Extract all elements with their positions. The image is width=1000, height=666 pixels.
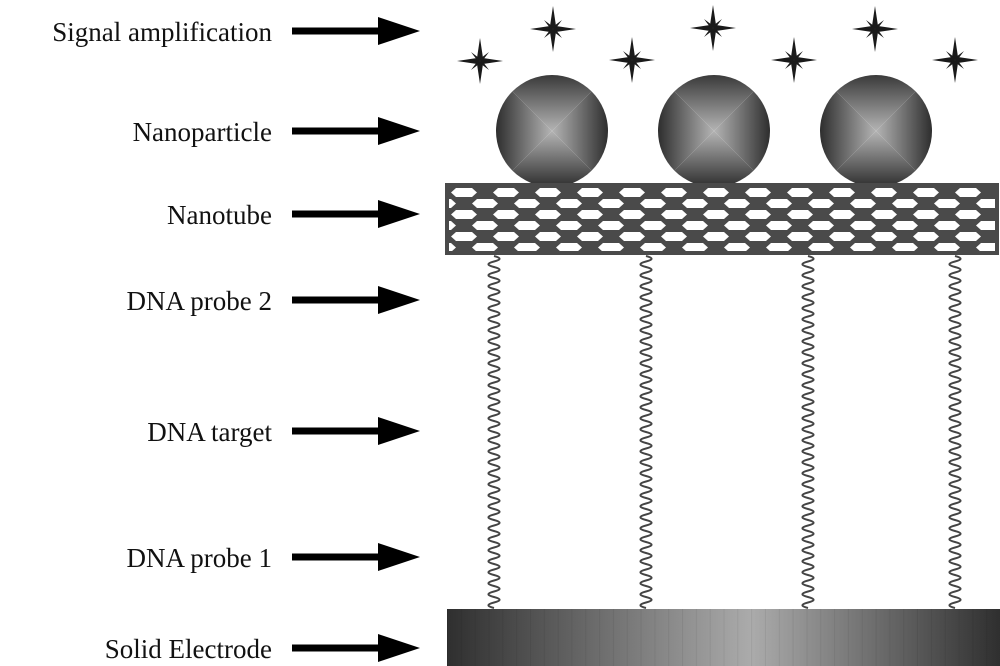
signal-stars — [457, 5, 978, 84]
electrode-band — [861, 609, 863, 666]
label-nanotube: Nanotube — [167, 200, 272, 230]
electrode-band — [530, 609, 531, 666]
electrode-band — [903, 609, 905, 666]
right-arrow-icon — [292, 200, 420, 228]
nanotube — [445, 183, 999, 255]
sparkle-star-icon — [852, 6, 898, 52]
label-dna-target: DNA target — [147, 417, 272, 447]
sparkle-star-icon — [690, 5, 736, 51]
electrode-band — [474, 609, 476, 666]
electrode-band — [447, 609, 448, 666]
electrode-band — [612, 609, 614, 666]
electrode-band — [668, 609, 670, 666]
electrode-band — [585, 609, 587, 666]
electrode-band — [516, 609, 518, 666]
electrode-band — [543, 609, 545, 666]
electrode-band — [626, 609, 628, 666]
electrode-band — [889, 609, 891, 666]
electrode-band — [765, 609, 766, 666]
dna-strand — [948, 255, 962, 609]
dna-strand — [639, 255, 653, 609]
label-nanoparticle: Nanoparticle — [133, 117, 272, 147]
electrode-band — [654, 609, 656, 666]
electrode-band — [944, 609, 946, 666]
sparkle-star-icon — [530, 6, 576, 52]
label-signal-amplification: Signal amplification — [52, 17, 272, 47]
electrode-band — [958, 609, 960, 666]
electrode-band — [792, 609, 794, 666]
arrows — [292, 17, 420, 662]
right-arrow-icon — [292, 543, 420, 571]
right-arrow-icon — [292, 17, 420, 45]
electrode-band — [502, 609, 504, 666]
dna-strands — [487, 255, 962, 609]
electrode-band — [737, 609, 739, 666]
dna-strand — [487, 255, 501, 609]
electrode-band — [640, 609, 642, 666]
electrode-band — [847, 609, 849, 666]
label-dna-probe-1: DNA probe 1 — [127, 543, 272, 573]
electrode-band — [778, 609, 780, 666]
electrode-band — [972, 609, 974, 666]
electrode-band — [917, 609, 918, 666]
right-arrow-icon — [292, 417, 420, 445]
sparkle-star-icon — [932, 37, 978, 83]
electrode-band — [930, 609, 932, 666]
right-arrow-icon — [292, 634, 420, 662]
electrode-band — [460, 609, 462, 666]
electrode-band — [599, 609, 601, 666]
electrode-band — [723, 609, 725, 666]
sparkle-star-icon — [457, 38, 503, 84]
electrode-band — [709, 609, 711, 666]
solid-electrode — [447, 609, 1000, 666]
dna-strand — [801, 255, 815, 609]
right-arrow-icon — [292, 117, 420, 145]
sparkle-star-icon — [771, 37, 817, 83]
electrode-band — [875, 609, 877, 666]
nanoparticle-2 — [658, 75, 770, 187]
electrode-band — [557, 609, 559, 666]
electrode-band — [834, 609, 836, 666]
electrode-band — [986, 609, 988, 666]
electrode-band — [751, 609, 753, 666]
electrode-band — [488, 609, 490, 666]
electrode-band — [695, 609, 697, 666]
electrode-band — [806, 609, 808, 666]
right-arrow-icon — [292, 286, 420, 314]
electrode-band — [682, 609, 683, 666]
electrode-band — [820, 609, 822, 666]
label-dna-probe-2: DNA probe 2 — [127, 286, 272, 316]
label-solid-electrode: Solid Electrode — [105, 634, 272, 664]
electrode-band — [571, 609, 573, 666]
sparkle-star-icon — [609, 37, 655, 83]
nanoparticle-3 — [820, 75, 932, 187]
nanoparticle-1 — [496, 75, 608, 187]
electrode-bands — [447, 609, 988, 666]
